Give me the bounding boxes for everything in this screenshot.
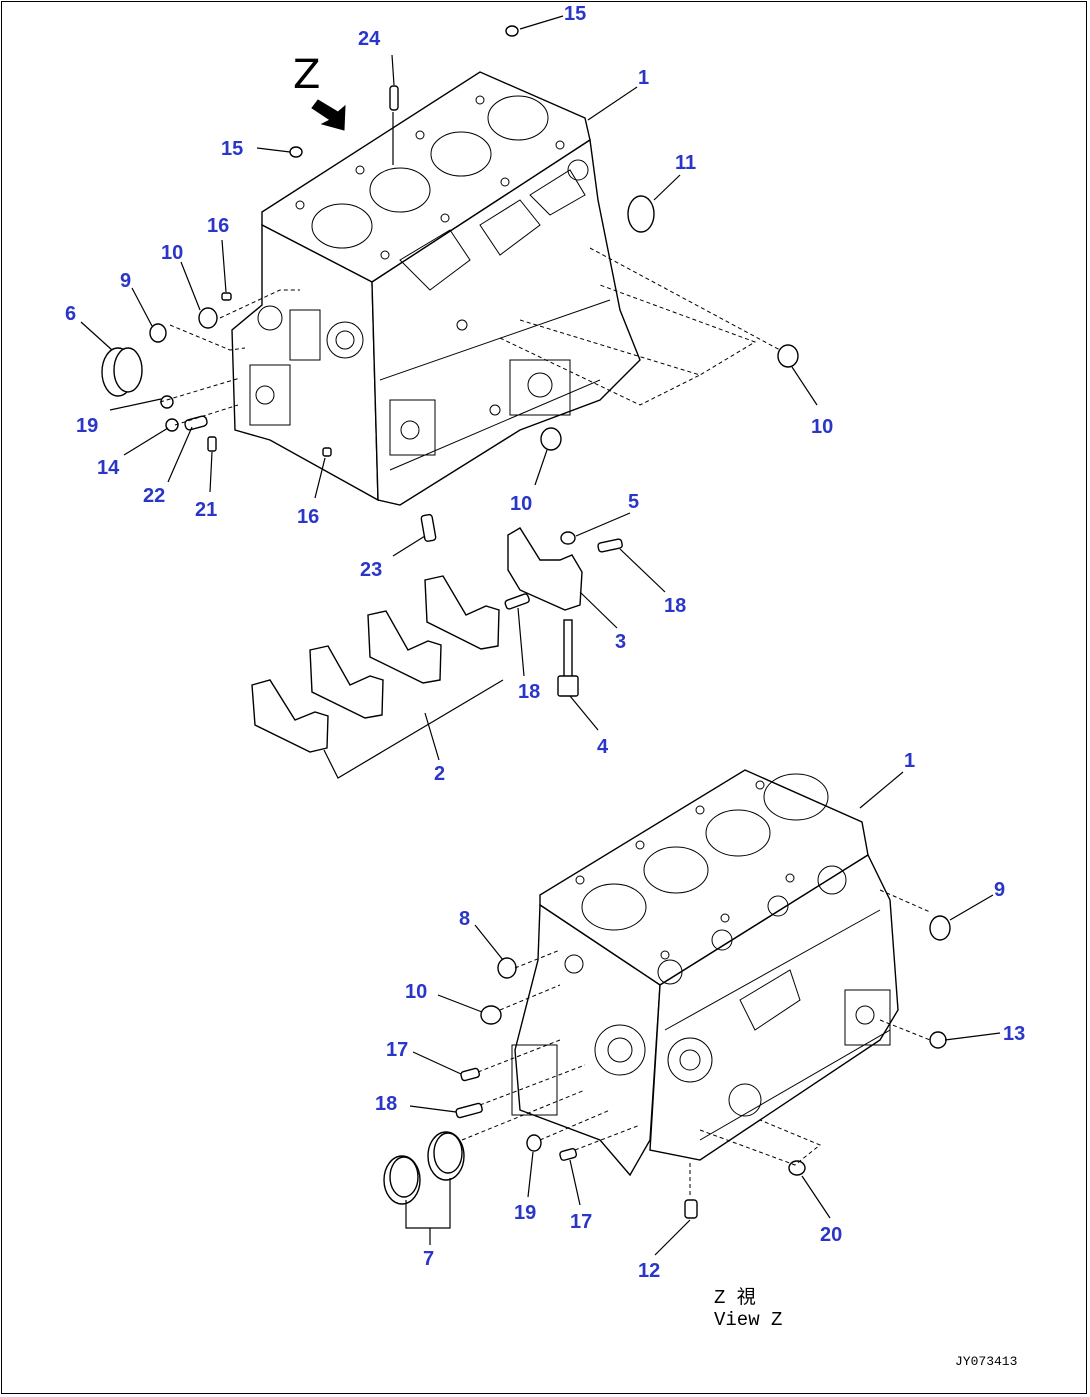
callout-9: 9 bbox=[120, 270, 131, 292]
callout-5: 5 bbox=[628, 491, 639, 513]
callout-16: 16 bbox=[207, 215, 229, 237]
callout-24: 24 bbox=[358, 28, 381, 50]
callout-10: 10 bbox=[161, 242, 183, 264]
callout-19: 19 bbox=[514, 1202, 536, 1224]
view-direction-arrow-icon bbox=[311, 99, 346, 131]
callout-10: 10 bbox=[405, 981, 427, 1003]
callout-numbers: 15 24 1 15 11 16 10 9 6 19 14 22 21 16 1… bbox=[65, 3, 1025, 1282]
callout-17: 17 bbox=[570, 1211, 592, 1233]
view-mark-z: Z bbox=[293, 52, 320, 98]
callout-15: 15 bbox=[564, 3, 586, 25]
callout-7: 7 bbox=[423, 1248, 434, 1270]
callout-8: 8 bbox=[459, 908, 470, 930]
callout-13: 13 bbox=[1003, 1023, 1025, 1045]
view-z-indicator: Z bbox=[293, 52, 346, 131]
callout-22: 22 bbox=[143, 485, 165, 507]
callout-20: 20 bbox=[820, 1224, 842, 1246]
leader-lines bbox=[80, 15, 1001, 1256]
callout-11: 11 bbox=[675, 152, 696, 174]
callout-15: 15 bbox=[221, 138, 243, 160]
callout-2: 2 bbox=[434, 763, 445, 785]
small-parts-upper bbox=[101, 25, 799, 753]
view-label-japanese: Z 視 bbox=[714, 1286, 756, 1309]
small-parts-lower bbox=[383, 915, 951, 1219]
callout-1: 1 bbox=[638, 67, 649, 89]
drawing-code: JY073413 bbox=[955, 1354, 1017, 1369]
cylinder-block-upper bbox=[231, 71, 641, 506]
callout-17: 17 bbox=[386, 1039, 408, 1061]
callout-6: 6 bbox=[65, 303, 76, 325]
callout-9: 9 bbox=[994, 879, 1005, 901]
callout-10: 10 bbox=[811, 416, 833, 438]
assembly-dashed-lines bbox=[159, 247, 931, 1195]
callout-3: 3 bbox=[615, 631, 626, 653]
callout-18: 18 bbox=[375, 1093, 397, 1115]
callout-19: 19 bbox=[76, 415, 98, 437]
callout-10: 10 bbox=[510, 493, 532, 515]
callout-18: 18 bbox=[518, 681, 540, 703]
callout-1: 1 bbox=[904, 750, 915, 772]
view-label-english: View Z bbox=[714, 1309, 782, 1331]
callout-16: 16 bbox=[297, 506, 319, 528]
callout-18: 18 bbox=[664, 595, 686, 617]
callout-12: 12 bbox=[638, 1260, 660, 1282]
callout-4: 4 bbox=[597, 736, 609, 758]
callout-14: 14 bbox=[97, 457, 120, 479]
callout-23: 23 bbox=[360, 559, 382, 581]
callout-21: 21 bbox=[195, 499, 217, 521]
cylinder-block-lower bbox=[511, 769, 899, 1177]
